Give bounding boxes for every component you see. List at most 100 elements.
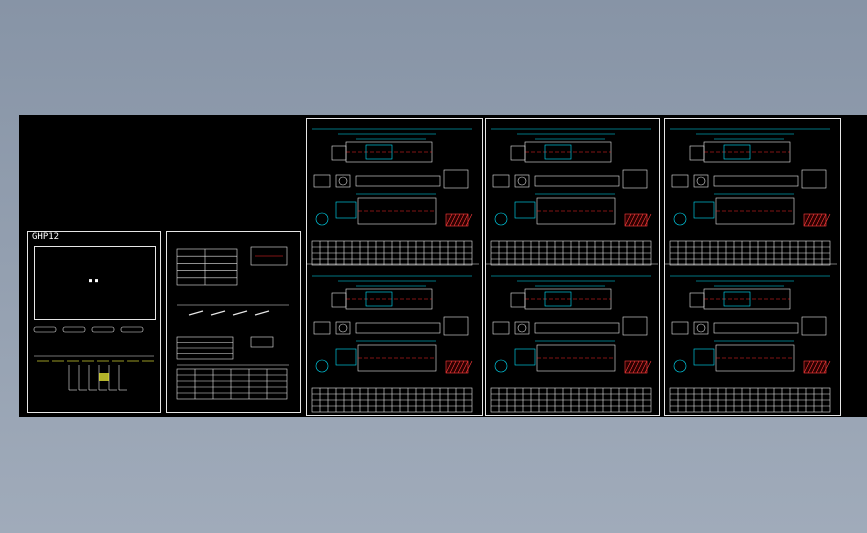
spec-mount-sketch-1 <box>210 310 226 316</box>
spec-table-3 <box>250 336 274 348</box>
panel-0-1-section-box <box>443 316 469 336</box>
panel-0-1-hatch-0 <box>445 360 453 374</box>
panel-2-0-hatch-0 <box>803 213 811 227</box>
cad-drawing-linework <box>33 128 837 413</box>
panel-0-1-rail-side <box>355 322 441 334</box>
panel-2-1-hatch-0 <box>803 360 811 374</box>
cover-title: GHP12 <box>32 232 60 242</box>
drawing-sheet-b <box>485 118 660 416</box>
panel-1-0-flange-view <box>514 174 530 188</box>
panel-0-0-hatch-4 <box>461 213 469 227</box>
panel-1-1-hatch-2 <box>632 360 640 374</box>
panel-2-0-rail-side <box>713 175 799 187</box>
panel-1-0-detail-circle <box>494 212 508 226</box>
panel-2-0-hatch-5 <box>823 213 831 227</box>
drawing-sheet-c <box>664 118 841 416</box>
cover-shape-3 <box>120 326 144 333</box>
spec-mount-sketch-2 <box>232 310 248 316</box>
cover-sheet <box>27 231 161 413</box>
panel-2-0-section-box <box>801 169 827 189</box>
panel-0-1-carriage <box>365 291 393 307</box>
panel-2-0-flange-hole <box>696 176 706 186</box>
panel-1-0-flange-hole <box>517 176 527 186</box>
panel-2-0-carriage <box>723 144 751 160</box>
panel-2-1-carriage <box>723 291 751 307</box>
panel-2-1-hatch-3 <box>815 360 823 374</box>
panel-2-1-flange-view <box>693 321 709 335</box>
panel-1-1-detail-circle <box>494 359 508 373</box>
cover-shape-0 <box>33 326 57 333</box>
panel-2-0-hatch-4 <box>819 213 827 227</box>
panel-2-1-end-view <box>671 321 689 335</box>
panel-0-1-hatch-1 <box>449 360 457 374</box>
panel-2-1-side-motor <box>693 348 715 366</box>
cover-image-frame <box>34 246 156 320</box>
panel-1-1-flange-hole <box>517 323 527 333</box>
panel-0-0-hatch-5 <box>465 213 473 227</box>
panel-0-0-motor-block <box>331 145 347 161</box>
panel-1-0-end-view <box>492 174 510 188</box>
panel-0-1-hatch-2 <box>453 360 461 374</box>
panel-1-0-side-motor <box>514 201 536 219</box>
panel-0-0-end-view <box>313 174 331 188</box>
panel-0-0-hatch-2 <box>453 213 461 227</box>
panel-1-1-hatch-3 <box>636 360 644 374</box>
panel-2-0-motor-block <box>689 145 705 161</box>
panel-1-0-section-box <box>622 169 648 189</box>
panel-1-0-hatch-2 <box>632 213 640 227</box>
panel-1-0-hatch-1 <box>628 213 636 227</box>
panel-1-0-motor-block <box>510 145 526 161</box>
panel-0-1-hatch-5 <box>465 360 473 374</box>
cover-image-caption: ■ ■ <box>89 278 99 284</box>
panel-1-1-side-motor <box>514 348 536 366</box>
panel-1-1-section-box <box>622 316 648 336</box>
panel-0-1-motor-block <box>331 292 347 308</box>
panel-2-0-hatch-1 <box>807 213 815 227</box>
panel-1-1-end-view <box>492 321 510 335</box>
drawing-sheet-a <box>306 118 483 416</box>
panel-2-1-rail-side <box>713 322 799 334</box>
panel-0-0-hatch-3 <box>457 213 465 227</box>
panel-2-1-hatch-1 <box>807 360 815 374</box>
spec-mount-sketch-3 <box>254 310 270 316</box>
panel-0-1-hatch-3 <box>457 360 465 374</box>
cover-shape-2 <box>91 326 115 333</box>
panel-0-0-rail-side <box>355 175 441 187</box>
panel-2-1-section-box <box>801 316 827 336</box>
spec-mini-diagram <box>250 246 288 266</box>
panel-0-1-flange-view <box>335 321 351 335</box>
panel-1-0-hatch-3 <box>636 213 644 227</box>
panel-1-0-hatch-5 <box>644 213 652 227</box>
panel-1-1-hatch-4 <box>640 360 648 374</box>
panel-2-1-hatch-2 <box>811 360 819 374</box>
panel-1-0-carriage <box>544 144 572 160</box>
panel-1-1-flange-view <box>514 321 530 335</box>
panel-2-1-hatch-4 <box>819 360 827 374</box>
panel-0-0-detail-circle <box>315 212 329 226</box>
panel-1-1-motor-block <box>510 292 526 308</box>
cover-yellow-mark <box>99 373 109 381</box>
panel-0-1-hatch-4 <box>461 360 469 374</box>
panel-1-0-hatch-0 <box>624 213 632 227</box>
cover-shape-1 <box>62 326 86 333</box>
panel-0-0-side-motor <box>335 201 357 219</box>
panel-1-1-carriage <box>544 291 572 307</box>
panel-1-1-hatch-0 <box>624 360 632 374</box>
panel-0-1-end-view <box>313 321 331 335</box>
panel-2-0-detail-circle <box>673 212 687 226</box>
spec-table-4 <box>176 368 288 400</box>
panel-0-1-side-motor <box>335 348 357 366</box>
panel-0-0-flange-view <box>335 174 351 188</box>
cad-model-viewport[interactable]: GHP12 ■ ■ <box>19 115 867 417</box>
spec-sheet <box>166 231 301 413</box>
panel-1-1-hatch-1 <box>628 360 636 374</box>
panel-2-0-side-motor <box>693 201 715 219</box>
panel-0-0-hatch-1 <box>449 213 457 227</box>
panel-0-1-flange-hole <box>338 323 348 333</box>
panel-0-1-detail-circle <box>315 359 329 373</box>
panel-1-1-hatch-5 <box>644 360 652 374</box>
panel-1-0-hatch-4 <box>640 213 648 227</box>
panel-2-1-hatch-5 <box>823 360 831 374</box>
panel-2-1-motor-block <box>689 292 705 308</box>
spec-mount-sketch-0 <box>188 310 204 316</box>
